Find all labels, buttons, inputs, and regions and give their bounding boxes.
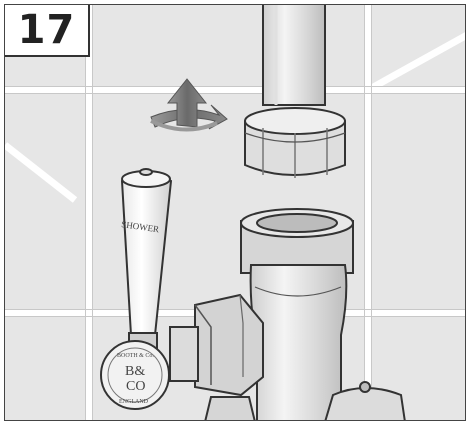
side-nut xyxy=(169,293,264,397)
badge-country-text: ENGLAND xyxy=(119,399,149,405)
compression-nut xyxy=(244,107,346,178)
step-illustration: SHOWER BOOTH & Co. B& CO ENGLAND xyxy=(5,5,465,420)
lower-fittings xyxy=(204,381,406,420)
badge-monogram-bottom: CO xyxy=(126,379,145,394)
shower-handle xyxy=(120,168,173,352)
badge-brand-text: BOOTH & Co. xyxy=(117,353,154,359)
valve-body xyxy=(240,208,354,420)
brand-badge: BOOTH & Co. B& CO ENGLAND xyxy=(100,340,170,410)
instruction-panel: SHOWER BOOTH & Co. B& CO ENGLAND 17 xyxy=(4,4,466,421)
tile-grid xyxy=(5,5,465,420)
upper-pipe xyxy=(262,5,326,106)
step-number: 17 xyxy=(17,7,76,53)
unscrew-arrow-icon xyxy=(150,78,228,132)
step-number-badge: 17 xyxy=(5,5,90,57)
badge-monogram-top: B& xyxy=(125,364,145,379)
